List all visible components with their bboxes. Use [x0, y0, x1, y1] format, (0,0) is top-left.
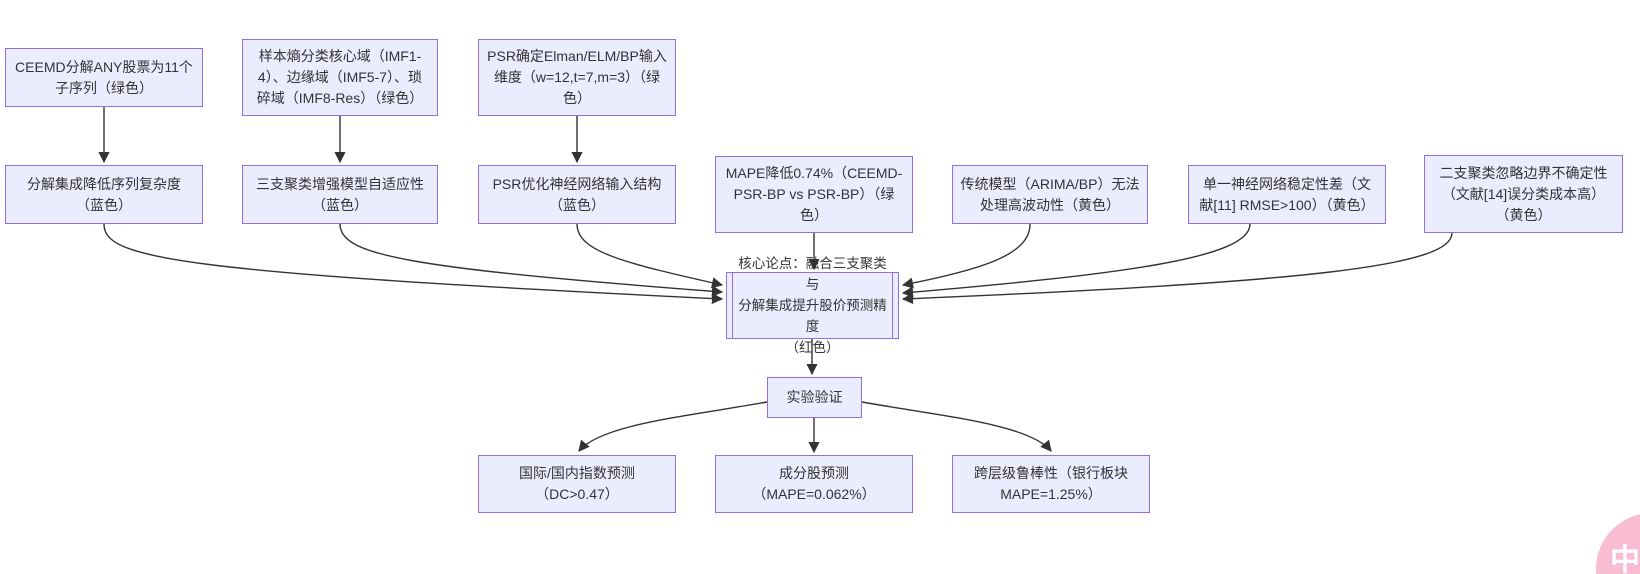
subroutine-inner-line-right [892, 273, 893, 338]
node-traditional-limit-label: 传统模型（ARIMA/BP）无法 处理高波动性（黄色） [960, 175, 1140, 213]
node-psr-input-dim-label: PSR确定Elman/ELM/BP输入 维度（w=12,t=7,m=3）（绿 色… [487, 48, 667, 106]
edge-experiment-to-robustness [861, 401, 1052, 452]
node-two-way-limit-label: 二支聚类忽略边界不确定性 （文献[14]误分类成本高） （黄色） [1439, 164, 1608, 223]
node-index-prediction: 国际/国内指数预测 （DC>0.47） [478, 455, 676, 513]
edge-structure-to-core [576, 223, 724, 289]
node-core-thesis: 核心论点：融合三支聚类与 分解集成提升股价预测精度 （红色） [726, 256, 899, 355]
node-experiment: 实验验证 [767, 377, 862, 418]
node-stock-prediction-label: 成分股预测 （MAPE=0.062%） [752, 465, 876, 502]
edge-experiment-to-index [578, 401, 768, 452]
edge-singlenn-to-core [901, 223, 1251, 298]
edge-complexity-to-core [103, 223, 724, 305]
node-decompose-complexity-label: 分解集成降低序列复杂度 （蓝色） [27, 175, 181, 213]
node-index-prediction-label: 国际/国内指数预测 （DC>0.47） [519, 465, 635, 502]
node-traditional-limit: 传统模型（ARIMA/BP）无法 处理高波动性（黄色） [952, 165, 1148, 224]
node-sample-entropy: 样本熵分类核心域（IMF1- 4）、边缘域（IMF5-7）、琐 碎域（IMF8-… [242, 39, 438, 116]
node-mape-improve-label: MAPE降低0.74%（CEEMD- PSR-BP vs PSR-BP）（绿 色… [725, 165, 903, 223]
node-robustness: 跨层级鲁棒性（银行板块 MAPE=1.25%） [952, 455, 1150, 513]
subroutine-inner-line-left [732, 273, 733, 338]
node-two-way-limit: 二支聚类忽略边界不确定性 （文献[14]误分类成本高） （黄色） [1424, 155, 1623, 233]
node-three-way-adaptive-label: 三支聚类增强模型自适应性 （蓝色） [256, 175, 424, 213]
node-robustness-label: 跨层级鲁棒性（银行板块 MAPE=1.25%） [974, 465, 1128, 502]
node-stock-prediction: 成分股预测 （MAPE=0.062%） [715, 455, 913, 513]
node-three-way-adaptive: 三支聚类增强模型自适应性 （蓝色） [242, 165, 438, 224]
node-sample-entropy-label: 样本熵分类核心域（IMF1- 4）、边缘域（IMF5-7）、琐 碎域（IMF8-… [256, 48, 424, 106]
node-experiment-label: 实验验证 [786, 389, 843, 405]
translate-float-button[interactable]: 中A [1596, 513, 1640, 574]
edge-adaptive-to-core [339, 223, 724, 297]
node-single-nn-unstable-label: 单一神经网络稳定性差（文 献[11] RMSE>100）（黄色） [1199, 175, 1375, 213]
edge-twoway-to-core [901, 232, 1453, 305]
node-core-thesis-label: 核心论点：融合三支聚类与 分解集成提升股价预测精度 （红色） [738, 256, 887, 355]
node-psr-input-dim: PSR确定Elman/ELM/BP输入 维度（w=12,t=7,m=3）（绿 色… [478, 39, 676, 116]
node-mape-improve: MAPE降低0.74%（CEEMD- PSR-BP vs PSR-BP）（绿 色… [715, 156, 913, 233]
edge-traditional-to-core [901, 223, 1031, 289]
node-psr-structure-label: PSR优化神经网络输入结构 （蓝色） [492, 175, 662, 213]
node-psr-structure: PSR优化神经网络输入结构 （蓝色） [478, 165, 676, 224]
node-decompose-complexity: 分解集成降低序列复杂度 （蓝色） [5, 165, 203, 224]
node-single-nn-unstable: 单一神经网络稳定性差（文 献[11] RMSE>100）（黄色） [1188, 165, 1386, 224]
translate-float-label: 中A [1610, 544, 1640, 574]
node-ceemd-decompose: CEEMD分解ANY股票为11个 子序列（绿色） [5, 48, 203, 107]
node-ceemd-decompose-label: CEEMD分解ANY股票为11个 子序列（绿色） [15, 58, 193, 96]
